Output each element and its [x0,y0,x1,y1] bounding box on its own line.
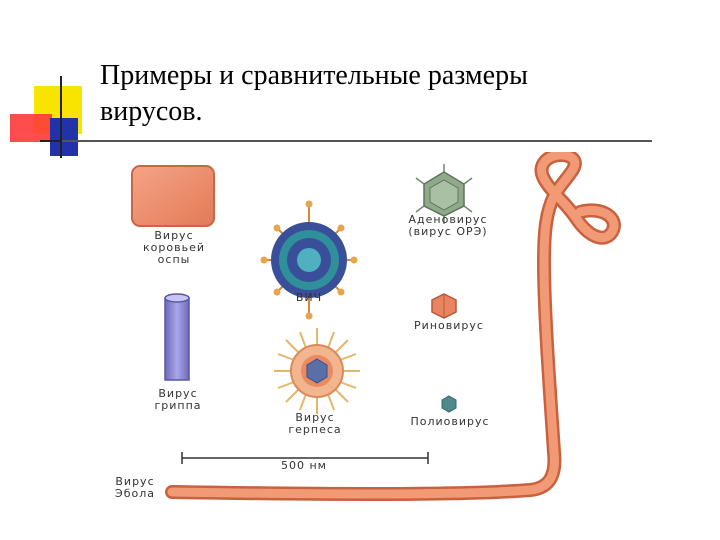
ebola-virus-shape [165,147,621,501]
hiv-virus-shape [260,200,358,320]
ebola-label: Вирус Эбола [115,475,155,500]
influenza-label: Вирус гриппа [154,387,202,412]
adenovirus-label: Аденовирус (вирус ОРЭ) [408,213,488,238]
slide-title: Примеры и сравнительные размеры вирусов. [100,58,640,130]
slide-title-line-2: вирусов. [100,96,203,127]
smallpox-virus-shape [131,165,215,227]
herpes-virus-shape [274,328,360,414]
title-underline [62,140,652,142]
adenovirus-shape [415,164,473,224]
scale-bar [181,452,429,464]
herpes-label: Вирус герпеса [288,411,342,436]
decor-red-square [10,114,52,142]
poliovirus-label: Полиовирус [410,415,490,428]
virus-illustrations [131,147,621,501]
decor-horizontal-line [40,140,76,142]
slide-title-line-1: Примеры и сравнительные размеры [100,60,528,91]
rhinovirus-label: Риновирус [414,319,484,332]
decor-blue-square [50,118,78,156]
virus-size-diagram: Вирус коровьей оспы ВИЧ Аденовирус (виру… [94,147,628,510]
smallpox-label: Вирус коровьей оспы [143,229,205,266]
hiv-label: ВИЧ [295,291,323,304]
rhinovirus-shape [431,293,457,319]
scale-bar-label: 500 нм [264,460,344,472]
decor-vertical-line [60,76,62,158]
influenza-virus-shape [164,293,190,381]
poliovirus-shape [441,395,457,413]
